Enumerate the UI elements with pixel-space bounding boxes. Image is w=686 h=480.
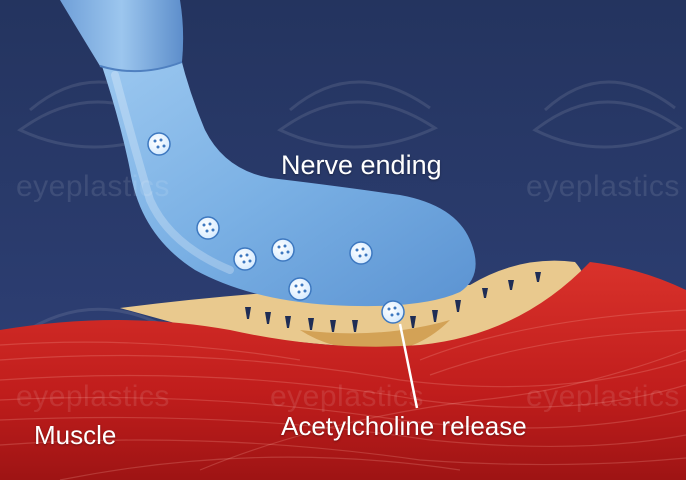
nerve-terminal	[100, 55, 476, 307]
vesicle	[233, 247, 257, 271]
axon-sheath-edge	[99, 61, 183, 73]
watermark-text: eyeplastics	[16, 380, 170, 413]
acetylcholine-release-label: Acetylcholine release	[281, 411, 527, 441]
watermark-text: eyeplastics	[526, 170, 680, 203]
watermark-text: eyeplastics	[526, 380, 680, 413]
vesicle	[271, 238, 295, 262]
vesicle	[196, 216, 220, 240]
synaptic-folds	[245, 272, 541, 332]
end-plate-shading	[300, 320, 450, 352]
vesicle	[288, 277, 312, 301]
vesicle	[349, 241, 373, 265]
nerve-ending-label: Nerve ending	[281, 150, 442, 180]
muscle-fibers	[0, 309, 686, 480]
vesicle	[147, 132, 171, 156]
acetylcholine-leader-line	[398, 323, 419, 409]
vesicle-releasing	[381, 300, 405, 324]
watermark-text: eyeplastics	[270, 380, 424, 413]
muscle-label: Muscle	[34, 420, 117, 450]
muscle	[0, 262, 686, 480]
axon-sheath	[60, 0, 184, 72]
nerve-highlight	[111, 71, 234, 274]
watermark-text: eyeplastics	[16, 170, 170, 203]
synaptic-vesicles	[147, 132, 405, 324]
